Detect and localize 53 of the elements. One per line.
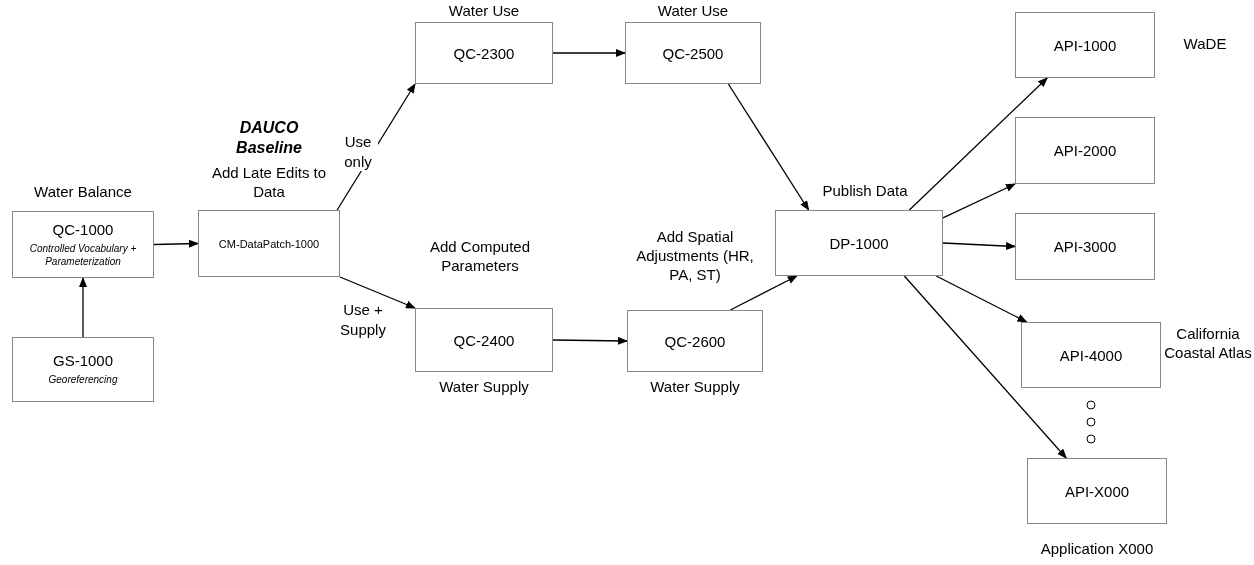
box-title: API-X000 xyxy=(1064,482,1130,500)
arrow xyxy=(727,83,810,211)
box-title: QC-2500 xyxy=(662,44,724,62)
box-caption: California Coastal Atlas xyxy=(1163,325,1253,363)
box-caption: Water Use xyxy=(447,2,521,21)
process-box xyxy=(625,22,761,84)
box-subtitle: Georeferencing xyxy=(48,373,118,387)
box-title: QC-2300 xyxy=(453,44,515,62)
box-title: QC-1000 xyxy=(52,220,114,238)
box-caption: Publish Data xyxy=(821,182,909,201)
process-box xyxy=(627,310,763,372)
box-caption: Water Supply xyxy=(649,378,741,397)
box-caption: Water Balance xyxy=(33,183,133,202)
process-box xyxy=(1015,213,1155,280)
process-box xyxy=(12,337,154,402)
arrow xyxy=(935,275,1028,323)
process-box xyxy=(775,210,943,276)
box-title: API-1000 xyxy=(1053,36,1117,54)
process-box xyxy=(415,22,553,84)
box-title: QC-2400 xyxy=(453,331,515,349)
box-caption: Water Supply xyxy=(438,378,530,397)
arrow xyxy=(729,275,798,311)
process-box xyxy=(1015,117,1155,184)
box-title: QC-2600 xyxy=(664,332,726,350)
arrow xyxy=(908,77,1048,211)
arrow xyxy=(942,183,1016,219)
box-title: DP-1000 xyxy=(829,234,889,252)
box-title: API-3000 xyxy=(1053,238,1117,255)
process-box xyxy=(198,210,340,277)
stage-heading: DAUCO Baseline xyxy=(235,118,303,158)
arrow xyxy=(153,239,199,248)
box-caption: Water Use xyxy=(656,2,730,21)
process-box xyxy=(1021,322,1161,388)
arrow xyxy=(942,242,1016,251)
box-caption: WaDE xyxy=(1182,35,1228,54)
box-caption: Application X000 xyxy=(1039,540,1155,559)
box-title: CM-DataPatch-1000 xyxy=(218,237,320,250)
process-box xyxy=(1027,458,1167,524)
arrow xyxy=(79,277,87,338)
process-box xyxy=(1015,12,1155,78)
arrow xyxy=(552,49,626,57)
box-caption: Add Late Edits to Data xyxy=(210,164,328,202)
box-title: API-4000 xyxy=(1059,346,1123,364)
note-text: Add Computed Parameters xyxy=(428,238,532,276)
arrow xyxy=(903,275,1067,459)
process-box xyxy=(415,308,553,372)
box-subtitle: Controlled Vocabulary + Parameterization xyxy=(28,241,138,269)
arrow xyxy=(552,336,628,345)
box-title: API-2000 xyxy=(1053,142,1117,159)
box-title: GS-1000 xyxy=(52,352,113,370)
note-text: Add Spatial Adjustments (HR, PA, ST) xyxy=(635,228,755,285)
arrow xyxy=(339,276,416,309)
process-box xyxy=(12,211,154,278)
